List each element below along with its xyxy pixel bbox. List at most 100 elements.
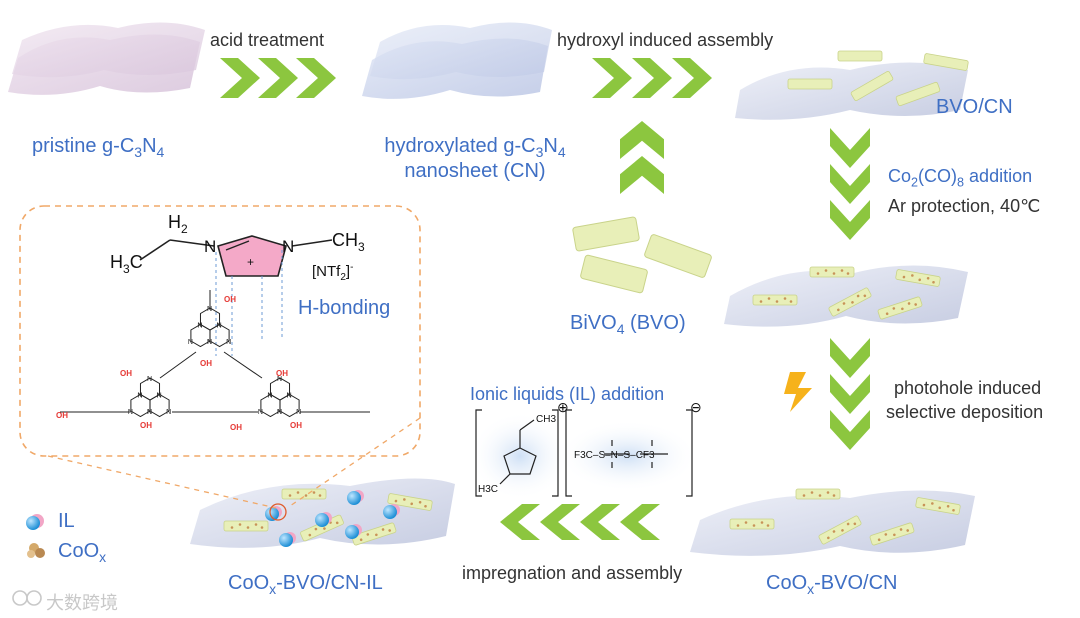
chevron-left-icon [540,504,580,540]
chevron-down-icon [830,200,870,240]
label-pristine-gc3n4: pristine g-C3N4 [32,135,165,160]
step-photohole-line1: photohole induced [894,378,1042,398]
bvo-rod [795,488,841,500]
bridge-bond [159,351,197,379]
oh-label: OH [224,295,236,304]
svg-text:N: N [287,393,292,400]
il-ch3-label: CH3 [536,414,556,425]
step-ar-protection: Ar protection, 40℃ [888,196,1041,216]
svg-text:N: N [188,339,193,346]
inset-h3c-label: H3C [110,252,143,276]
label-nanosheet-cn: nanosheet (CN) [404,160,546,182]
svg-text:N: N [287,393,292,400]
svg-text:N: N [137,393,142,400]
il-h3c-label: H3C [478,484,498,495]
process-arrows-layer [220,58,870,540]
svg-text:N: N [217,323,222,330]
il-cation-charge: ⊕ [557,399,569,415]
supported-rods-layer [223,50,969,547]
svg-text:N: N [277,409,282,416]
pristine-sheet-illustration [8,22,205,95]
svg-text:N: N [147,409,152,416]
bivo4-rods-illustration [572,216,712,294]
bvo-rod [223,520,269,532]
svg-text:N: N [157,393,162,400]
bvo-rod [915,497,961,515]
bvo-rod [850,71,894,101]
svg-text:N: N [217,323,222,330]
chevron-left-icon [500,504,540,540]
heptazine-network: NNNNNNNNNNNNNNNNNNNNNNNNNNNOHOHOHOHOHOHO… [56,290,370,432]
oh-label: OH [230,423,242,432]
svg-text:N: N [277,409,282,416]
step-co-addition: Co2(CO)8 addition [888,166,1033,190]
oh-label: OH [290,421,302,430]
svg-text:N: N [296,409,301,416]
oh-label: OH [200,359,212,368]
bvo-rod [752,294,798,306]
il-ball [345,524,362,539]
chevron-left-icon [620,504,660,540]
step-photohole-line2: selective deposition [886,402,1044,422]
svg-text:N: N [267,393,272,400]
label-coox-bvo-cn: CoOx-BVO/CN [766,572,898,597]
chevron-right-icon [632,58,672,98]
il-ball [265,506,282,521]
watermark-text: 大数跨境 [46,593,118,613]
step-hydroxyl-assembly: hydroxyl induced assembly [557,30,774,50]
chevron-up-icon [620,121,664,159]
svg-text:N: N [207,339,212,346]
svg-text:N: N [147,376,152,383]
oh-label: OH [120,369,132,378]
svg-text:N: N [197,323,202,330]
svg-text:N: N [157,393,162,400]
bvo-rod [869,522,915,546]
triazine-ring: N N N [147,393,171,418]
il-structure-panel [470,409,698,500]
il-ball [315,512,332,527]
watermark-logo-icon [12,590,42,606]
chevron-right-icon [220,58,260,98]
oh-label: OH [140,421,152,430]
il-ball [347,490,364,505]
svg-text:N: N [197,323,202,330]
bvo-rod [818,515,862,545]
label-coox-bvo-cn-il: CoOx-BVO/CN-IL [228,572,383,597]
bvo-rod [923,53,969,71]
svg-text:N: N [207,339,212,346]
il-anion-charge: ⊖ [690,399,702,415]
svg-text:N: N [166,409,171,416]
chevron-down-icon [830,164,870,204]
oh-label: OH [56,411,68,420]
il-ball [383,504,400,519]
bvo-rod [729,518,775,530]
inset-ntf2-label: [NTf2]- [312,262,353,283]
legend-il-label: IL [58,510,75,532]
bridge-bond [223,351,263,379]
il-ball [279,532,296,547]
chevron-down-icon [830,410,870,450]
legend-coox-label: CoOx [58,540,107,565]
chevron-right-icon [258,58,298,98]
imidazolium-cation-structure [139,235,333,277]
bvo-rod [895,269,941,287]
legend-il-icon [26,514,44,530]
svg-text:N: N [137,393,142,400]
coox-bvo-cn-sheet-illustration [690,490,975,556]
label-bivo4: BiVO4 (BVO) [570,312,686,337]
inset-plus-label: + [247,255,254,269]
chevron-right-icon [592,58,632,98]
lightning-icon [784,372,812,412]
chevron-right-icon [672,58,712,98]
chevron-up-icon [620,156,664,194]
chevron-left-icon [580,504,620,540]
chevron-down-icon [830,128,870,168]
hydroxylated-sheet-illustration [362,22,552,99]
h-bond-lines [215,250,283,356]
step-impregnation: impregnation and assembly [462,563,683,583]
chevron-right-icon [296,58,336,98]
bvo-rod [877,296,923,320]
svg-text:N: N [147,409,152,416]
bvo-rod [787,78,833,90]
